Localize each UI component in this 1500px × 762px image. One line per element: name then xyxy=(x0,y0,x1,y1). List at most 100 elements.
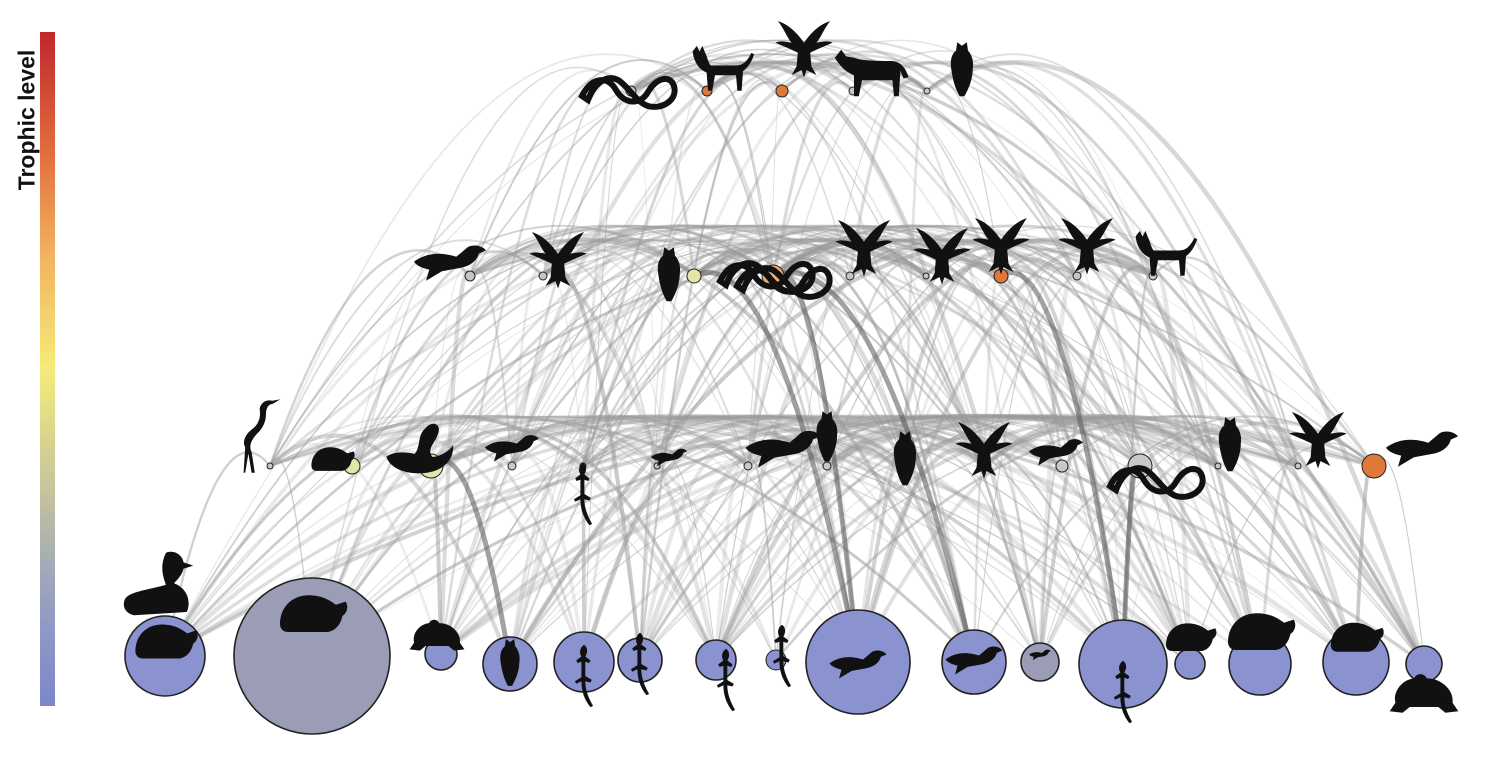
feeding-link xyxy=(983,263,1078,467)
feeding-link xyxy=(582,225,1002,467)
feeding-link xyxy=(999,270,1126,665)
feeding-link xyxy=(1189,442,1375,665)
feeding-link xyxy=(825,415,1193,666)
feeding-link xyxy=(439,413,1299,656)
species-node xyxy=(1361,453,1387,479)
feeding-link xyxy=(1258,458,1300,665)
feeding-link xyxy=(510,454,586,663)
feeding-link xyxy=(469,238,1358,663)
feeding-link xyxy=(350,434,586,663)
feeding-link xyxy=(772,250,1042,663)
feeding-link xyxy=(973,415,1375,663)
feeding-link xyxy=(772,257,976,663)
feeding-link xyxy=(630,71,774,277)
feeding-link xyxy=(439,414,1063,655)
gull-icon xyxy=(1386,431,1458,467)
feeding-link xyxy=(269,415,1191,665)
feeding-link xyxy=(639,85,708,661)
feeding-link xyxy=(542,239,1425,665)
feeding-link xyxy=(430,414,1125,666)
feeding-link xyxy=(510,430,778,661)
feeding-link xyxy=(1038,264,1155,663)
duck-icon xyxy=(123,551,194,616)
feeding-link xyxy=(1000,257,1141,467)
feeding-link xyxy=(826,415,1358,663)
feeding-link xyxy=(706,53,1141,467)
feeding-link xyxy=(630,39,1002,277)
feeding-link xyxy=(163,237,851,657)
feeding-link xyxy=(706,80,772,277)
species-node xyxy=(1055,459,1069,473)
feeding-link xyxy=(775,414,1375,661)
feeding-link xyxy=(351,415,1124,666)
feeding-link xyxy=(582,415,1191,665)
feeding-link xyxy=(781,64,1124,665)
species-node xyxy=(1294,462,1302,470)
feeding-link xyxy=(311,238,927,657)
feeding-link xyxy=(440,238,1002,655)
feeding-link xyxy=(639,270,695,661)
feeding-link xyxy=(269,414,976,664)
feeding-link xyxy=(774,457,828,661)
feeding-link xyxy=(714,414,1299,662)
feeding-link xyxy=(163,413,1299,658)
feeding-link xyxy=(630,53,1299,467)
feeding-link xyxy=(440,243,772,655)
feeding-link xyxy=(351,225,851,467)
feeding-link xyxy=(1076,270,1124,665)
feeding-link xyxy=(469,225,906,467)
feeding-link xyxy=(508,251,772,665)
feeding-link xyxy=(637,450,750,661)
feeding-link xyxy=(269,416,859,663)
feeding-link xyxy=(440,414,906,655)
species-node xyxy=(266,462,274,470)
feeding-link xyxy=(852,60,1358,663)
feeding-link xyxy=(438,59,855,655)
feeding-link xyxy=(269,53,928,467)
feeding-link xyxy=(583,87,632,663)
feeding-link xyxy=(774,246,1078,661)
feeding-link xyxy=(511,419,859,663)
feeding-link xyxy=(772,270,977,663)
feeding-link xyxy=(904,415,1425,665)
feeding-link xyxy=(1000,259,1191,665)
feeding-link xyxy=(508,415,985,665)
feeding-link xyxy=(706,53,1300,467)
feeding-link xyxy=(311,414,985,657)
species-node xyxy=(822,461,832,471)
feeding-link xyxy=(826,242,1078,467)
feeding-link xyxy=(904,437,1125,665)
feeding-link xyxy=(630,53,1063,467)
feeding-link xyxy=(581,414,976,663)
trophic-level-colorbar xyxy=(40,32,55,706)
feeding-link xyxy=(693,236,986,467)
feeding-link xyxy=(692,237,1262,665)
feeding-link xyxy=(638,460,659,661)
feeding-link xyxy=(638,414,1219,661)
feeding-link xyxy=(510,268,545,467)
feeding-link xyxy=(693,78,783,277)
feeding-link xyxy=(747,459,777,661)
feeding-link xyxy=(715,264,851,661)
species-node xyxy=(1072,271,1082,281)
feeding-link xyxy=(926,53,1299,467)
feeding-link xyxy=(692,270,861,663)
feeding-link xyxy=(706,39,1154,277)
feeding-link xyxy=(903,262,1002,467)
feeding-links xyxy=(163,39,1427,666)
species-node xyxy=(538,271,548,281)
feeding-link xyxy=(692,248,977,663)
trophic-level-legend: Trophic level xyxy=(0,0,70,762)
feeding-link xyxy=(469,227,828,467)
feeding-link xyxy=(630,53,1219,467)
species-node xyxy=(233,577,391,735)
feeding-link xyxy=(982,414,1359,664)
feeding-link xyxy=(982,253,1154,467)
feeding-link xyxy=(926,60,1358,663)
feeding-link xyxy=(163,414,584,657)
feeding-link xyxy=(774,415,1142,661)
feeding-link xyxy=(469,239,749,467)
feeding-link xyxy=(1152,266,1219,467)
feeding-link xyxy=(769,247,986,467)
feeding-link xyxy=(310,237,1002,658)
